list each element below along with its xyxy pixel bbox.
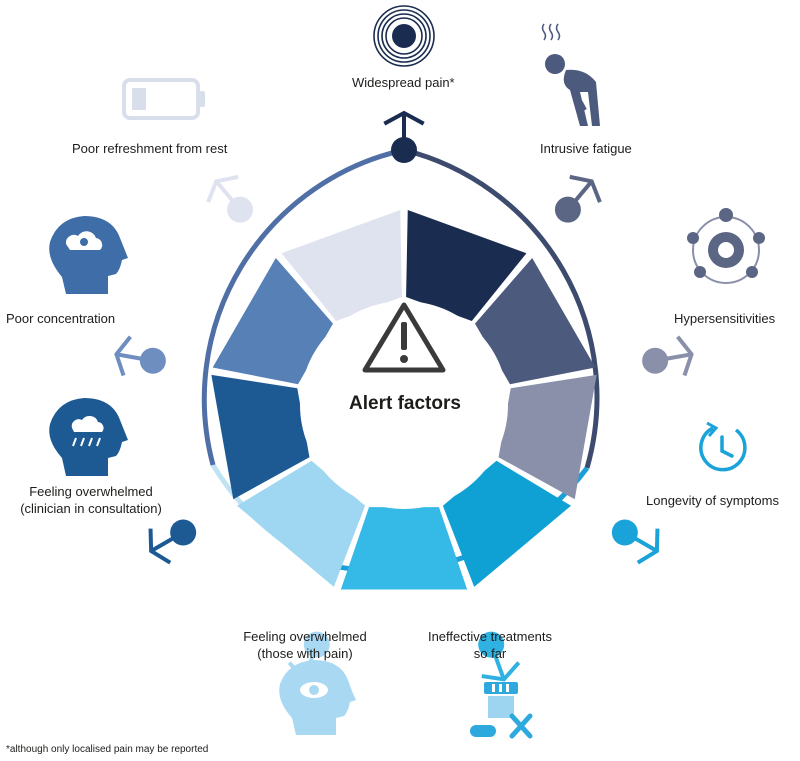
label-longevity-of-symptoms: Longevity of symptoms	[646, 493, 779, 508]
arrow-ineffective-treatments	[478, 631, 521, 682]
segment-hypersensitivities	[498, 374, 597, 500]
warning-triangle-icon	[362, 302, 446, 373]
label-line: Ineffective treatments	[427, 629, 553, 644]
senses-icon	[687, 208, 765, 284]
arrow-widespread-pain	[383, 110, 425, 163]
label-line: (clinician in consultation)	[20, 501, 162, 516]
segment-intrusive-fatigue	[474, 258, 596, 385]
arrow-poor-concentration	[114, 335, 166, 377]
center-title: Alert factors	[349, 393, 461, 414]
label-line: Feeling overwhelmed	[243, 629, 367, 644]
arrow-longevity	[611, 519, 660, 565]
segment-overwhelmed-pain	[237, 460, 366, 587]
label-feeling-overwhelmed-pain: Feeling overwhelmed (those with pain)	[230, 628, 380, 662]
label-feeling-overwhelmed-clinician: Feeling overwhelmed (clinician in consul…	[6, 483, 176, 517]
label-hypersensitivities: Hypersensitivities	[674, 311, 776, 326]
arrow-hypersensitivities	[642, 335, 694, 377]
segment-poor-concentration	[212, 258, 334, 385]
medicine-cross-icon	[470, 682, 533, 739]
arrow-poor-refreshment	[206, 174, 254, 223]
segment-overwhelmed-clinician	[211, 374, 310, 500]
head-rain-icon	[49, 398, 129, 476]
center-disc	[300, 301, 508, 509]
segment-longevity	[442, 460, 571, 587]
clock-icon	[699, 421, 747, 472]
wheel-segments	[211, 210, 597, 590]
head-cloud-icon	[49, 216, 129, 294]
target-circle-icon	[373, 5, 435, 67]
arrow-overwhelmed-clinician	[148, 519, 197, 565]
label-poor-refreshment: Poor refreshment from rest	[72, 141, 228, 156]
arrow-intrusive-fatigue	[554, 174, 602, 223]
battery-low-icon	[122, 78, 205, 120]
label-ineffective-treatments: Ineffective treatments so far	[420, 628, 560, 662]
label-line: (those with pain)	[257, 646, 353, 661]
head-eye-icon	[279, 660, 356, 735]
footnote: *although only localised pain may be rep…	[6, 744, 209, 755]
segment-widespread-pain	[406, 210, 527, 321]
label-line: Feeling overwhelmed	[29, 484, 153, 499]
segment-ineffective-treatments	[340, 507, 468, 590]
label-line: so far	[473, 646, 507, 661]
label-poor-concentration: Poor concentration	[6, 311, 116, 326]
label-intrusive-fatigue: Intrusive fatigue	[540, 141, 632, 156]
factor-arrows	[114, 110, 694, 682]
segment-poor-refreshment	[281, 210, 402, 321]
label-widespread-pain: Widespread pain*	[352, 75, 455, 90]
tired-person-icon	[541, 23, 600, 126]
